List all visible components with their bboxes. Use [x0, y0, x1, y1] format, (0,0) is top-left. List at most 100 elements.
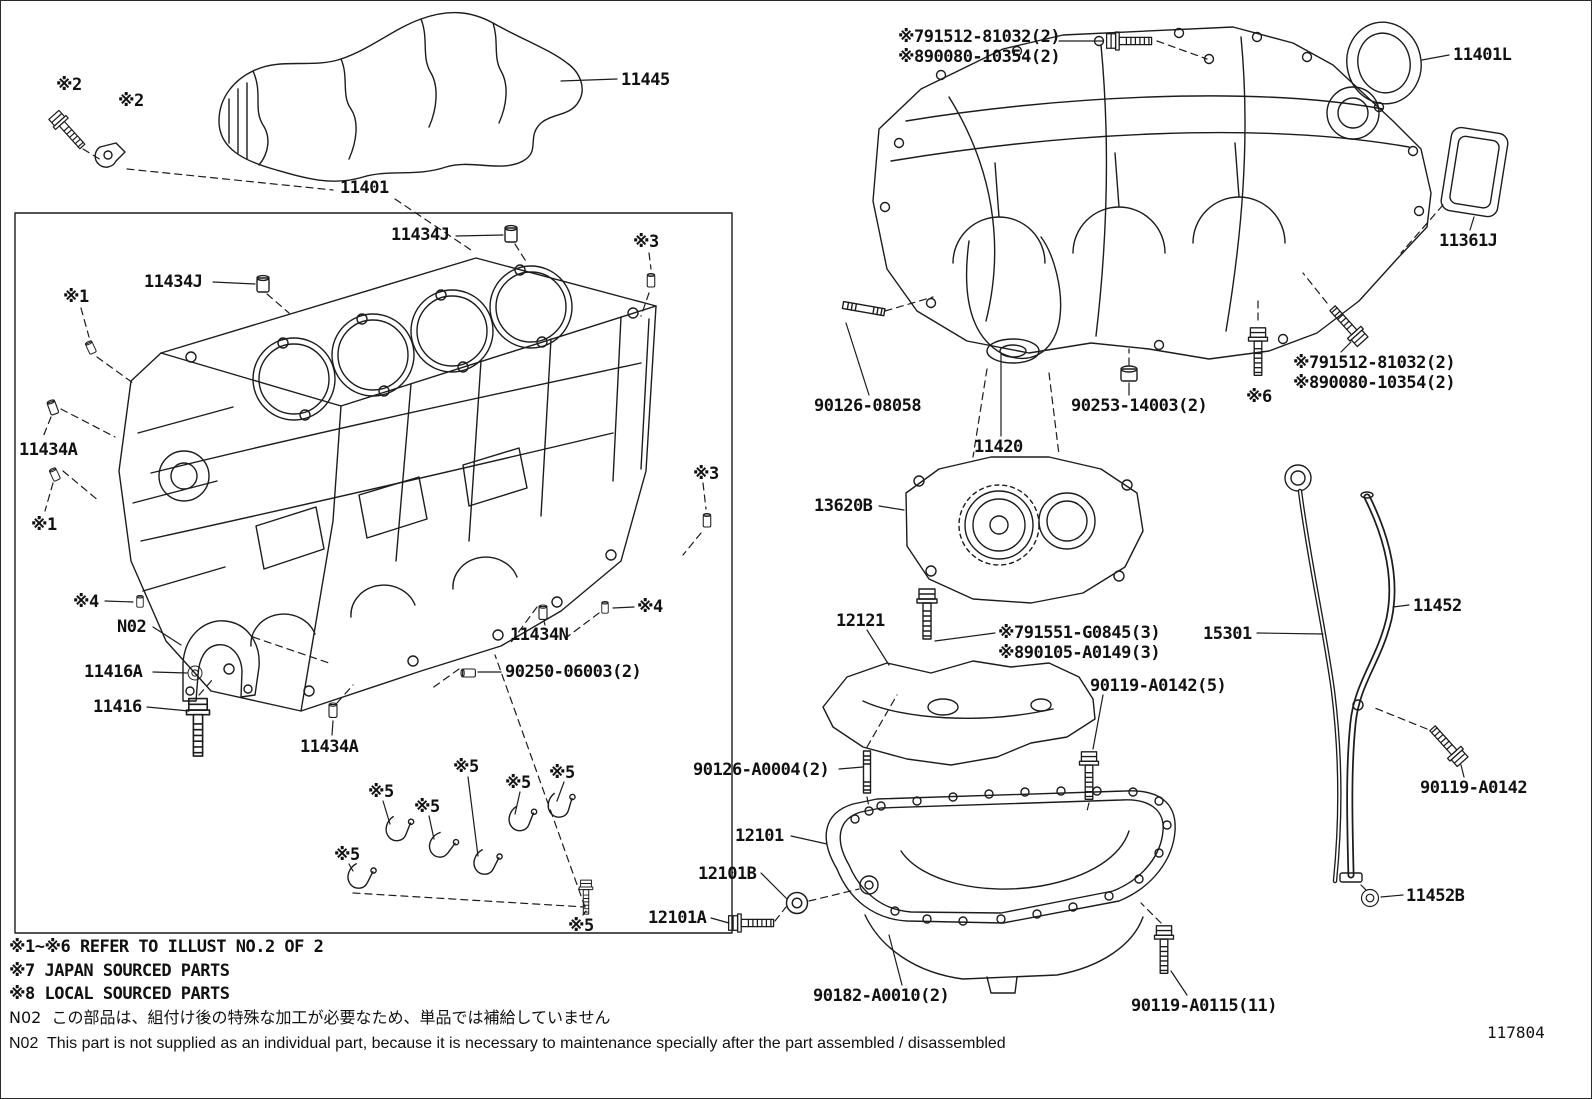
- bolt-91512-top: [1105, 31, 1153, 51]
- part-label-10: ※3: [693, 464, 719, 484]
- pin-90250-06003: [460, 668, 476, 678]
- part-label-12: N02: [117, 617, 147, 637]
- pin-star3-top: [646, 272, 656, 288]
- leader-lines: [104, 40, 1475, 996]
- oil-pan-12101: [825, 786, 1176, 994]
- part-label-43: ※791551-G0845(3): [998, 623, 1161, 643]
- hook-star5-6: [542, 785, 582, 822]
- part-label-31: 90119-A0115(11): [1131, 996, 1278, 1016]
- part-label-38: 90126-08058: [814, 396, 922, 416]
- bolt-90119-a0115: [1153, 925, 1175, 974]
- part-label-11: ※4: [73, 592, 99, 612]
- cylinder-block-11401: [118, 257, 657, 712]
- gasket-11445: [218, 11, 583, 182]
- part-label-2: 11445: [621, 70, 670, 90]
- part-label-8: 11434A: [19, 440, 78, 460]
- part-label-5: 11434J: [144, 272, 203, 292]
- pin-star4-right: [601, 601, 609, 614]
- part-label-42: 13620B: [814, 496, 873, 516]
- part-label-41: 11420: [974, 437, 1023, 457]
- pin-star1-low: [48, 466, 62, 483]
- part-label-16: 90250-06003(2): [505, 662, 642, 682]
- guide-tube-11452: [1339, 491, 1396, 908]
- washer-12101b: [785, 891, 809, 915]
- part-label-3: 11401: [340, 178, 389, 198]
- pin-11434n: [538, 604, 548, 620]
- pin-11434a-left: [45, 398, 60, 416]
- bolt-star5: [578, 879, 594, 915]
- bolt-star2: [46, 108, 90, 153]
- cap-11434j-left: [256, 274, 270, 293]
- block-section-frame: [14, 212, 733, 934]
- part-label-37: ※890080-10354(2): [1293, 373, 1456, 393]
- part-label-36: ※791512-81032(2): [1293, 353, 1456, 373]
- part-label-27: 12101: [735, 826, 784, 846]
- stud-90126-08058: [841, 300, 886, 317]
- part-label-25: ※5: [568, 916, 594, 936]
- part-label-6: ※3: [633, 232, 659, 252]
- part-label-29: 12101A: [648, 908, 707, 928]
- part-label-50: 11452B: [1406, 886, 1465, 906]
- part-label-48: 11452: [1413, 596, 1462, 616]
- part-label-19: ※5: [453, 757, 479, 777]
- part-label-20: ※5: [368, 782, 394, 802]
- part-label-26: 90126-A0004(2): [693, 760, 830, 780]
- part-label-9: ※1: [31, 515, 57, 535]
- hook-star5-4: [470, 844, 507, 878]
- part-label-33: ※890080-10354(2): [898, 47, 1061, 67]
- bolt-90119-a0142-tube: [1425, 721, 1470, 769]
- fasteners: [45, 31, 1470, 974]
- part-label-45: 12121: [836, 611, 885, 631]
- part-label-18: 11434A: [300, 737, 359, 757]
- part-label-1: ※2: [118, 91, 144, 111]
- part-label-46: 90119-A0142(5): [1090, 676, 1227, 696]
- part-label-35: 11361J: [1439, 231, 1498, 251]
- plug-90253-14003: [1120, 368, 1138, 382]
- part-label-24: ※5: [334, 845, 360, 865]
- part-label-34: 11401L: [1453, 45, 1512, 65]
- part-label-39: 90253-14003(2): [1071, 396, 1208, 416]
- footnote-4: N02 This part is not supplied as an indi…: [9, 1035, 1006, 1052]
- stud-90126-a0004: [862, 750, 872, 794]
- part-label-4: 11434J: [391, 225, 450, 245]
- part-label-30: 90182-A0010(2): [813, 986, 950, 1006]
- cap-11434j-top: [504, 224, 518, 243]
- pin-star4-left: [136, 595, 144, 608]
- diagram-number: 117804: [1487, 1023, 1545, 1042]
- oil-pump-13620b: [905, 456, 1144, 604]
- part-label-15: 11416A: [84, 662, 143, 682]
- baffle-plate-12121: [822, 660, 1096, 766]
- part-label-7: ※1: [63, 287, 89, 307]
- part-label-40: ※6: [1246, 387, 1272, 407]
- drain-plug-12101a: [727, 913, 775, 933]
- bolt-11416: [185, 697, 211, 757]
- footnote-1: ※7 JAPAN SOURCED PARTS: [9, 961, 230, 981]
- bearing-cap-n02: [182, 620, 260, 702]
- gasket-11361j: [1440, 126, 1509, 218]
- part-label-28: 12101B: [698, 864, 757, 884]
- o-ring-11452b: [1360, 888, 1380, 908]
- footnote-3: N02 この部品は、組付け後の特殊な加工が必要なため、単品では補給していません: [9, 1008, 611, 1027]
- dashed-lines: [42, 40, 1444, 924]
- bolt-91551: [916, 588, 938, 640]
- part-label-32: ※791512-81032(2): [898, 27, 1061, 47]
- footnote-0: ※1~※6 REFER TO ILLUST NO.2 OF 2: [9, 937, 324, 957]
- part-label-14: 11434N: [510, 625, 569, 645]
- part-label-47: 15301: [1203, 624, 1252, 644]
- pin-star1-top: [84, 339, 98, 356]
- part-label-44: ※890105-A0149(3): [998, 643, 1161, 663]
- part-label-21: ※5: [414, 797, 440, 817]
- part-label-22: ※5: [505, 773, 531, 793]
- part-label-13: ※4: [637, 597, 663, 617]
- pin-11434a-bottom: [328, 702, 338, 718]
- crankcase-11420: [872, 26, 1432, 364]
- clamp-star2: [94, 142, 126, 168]
- part-label-23: ※5: [549, 763, 575, 783]
- part-label-49: 90119-A0142: [1420, 778, 1528, 798]
- part-label-17: 11416: [93, 697, 142, 717]
- part-label-0: ※2: [56, 75, 82, 95]
- hook-star5-5: [504, 799, 542, 835]
- footnote-2: ※8 LOCAL SOURCED PARTS: [9, 984, 230, 1004]
